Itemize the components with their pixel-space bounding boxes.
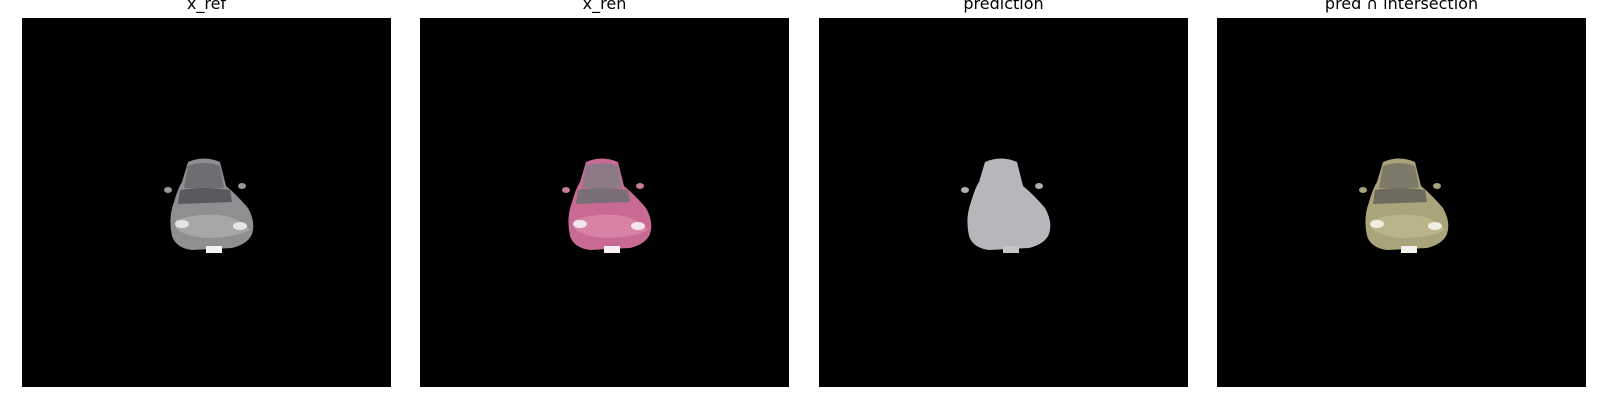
car-gray-render — [164, 158, 254, 253]
car-overlay-render — [1359, 158, 1449, 253]
car-silhouette — [961, 158, 1051, 253]
car-pink-render — [562, 158, 652, 253]
panel-x-ren: x_ren — [420, 0, 789, 388]
panel-title: prediction — [963, 0, 1044, 13]
panel-x-ref: x_ref — [22, 0, 391, 388]
car-image-prediction — [819, 18, 1188, 387]
panel-title: x_ref — [186, 0, 227, 13]
panel-prediction: prediction — [819, 0, 1188, 388]
panel-title: x_ren — [582, 0, 627, 13]
panel-title: pred ∩ intersection — [1324, 0, 1479, 13]
panel-overlay: pred ∩ intersection — [1217, 0, 1586, 388]
car-image-x-ren — [420, 18, 789, 387]
car-image-x-ref — [22, 18, 391, 387]
car-image-overlay — [1217, 18, 1586, 387]
